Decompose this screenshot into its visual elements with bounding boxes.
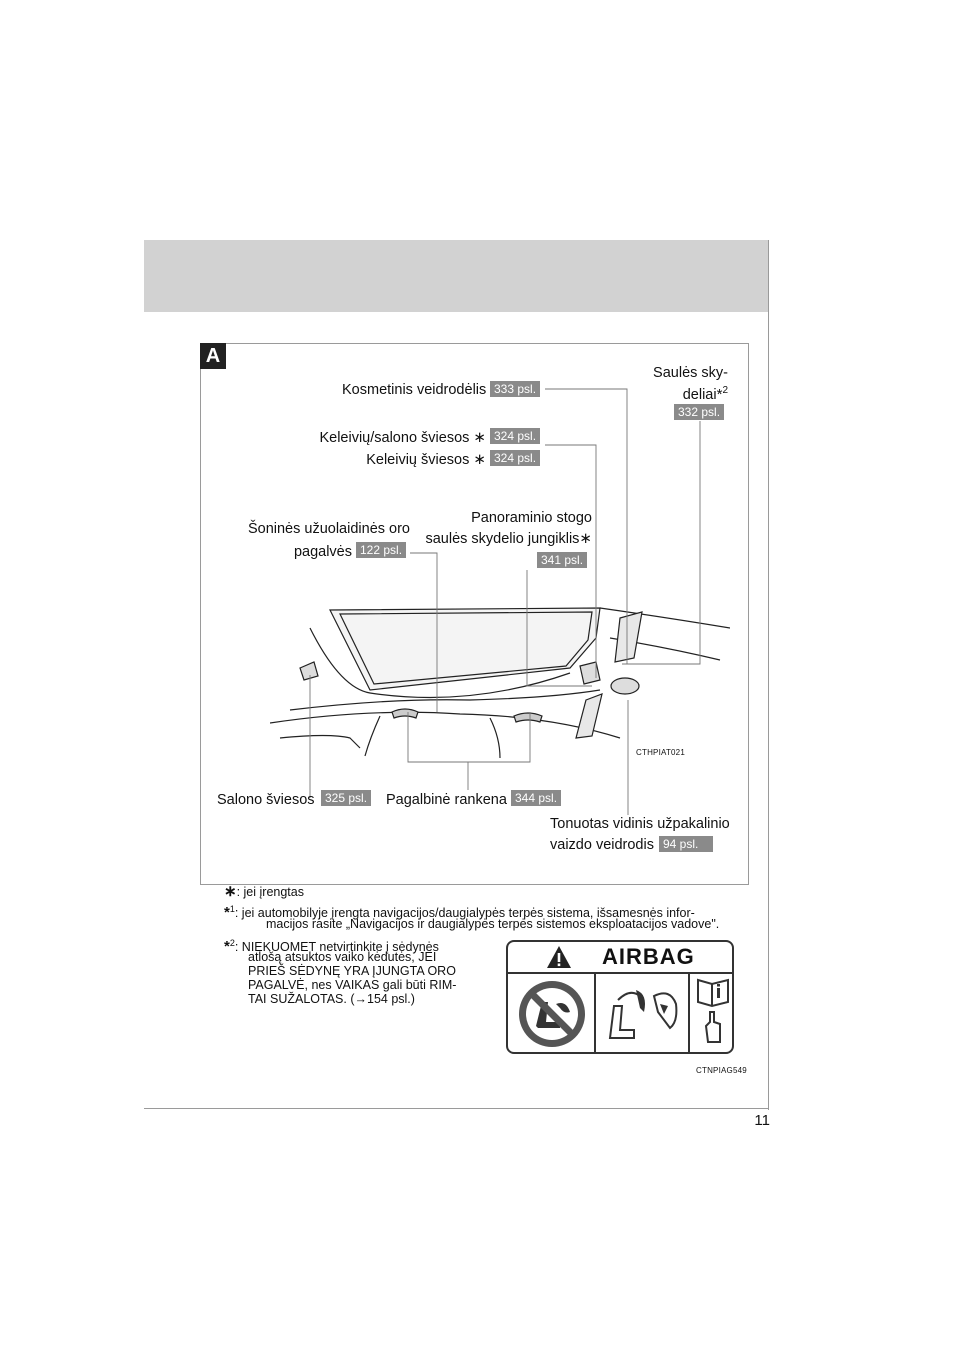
airbag-warning-label: AIRBAG bbox=[506, 940, 734, 1054]
section-badge: A bbox=[200, 343, 226, 369]
footnote-1-line1: *1: jei automobilyje įrengta navigacijos… bbox=[224, 904, 695, 922]
moonroof-switch-label-line2: saulės skydelio jungiklis∗ bbox=[425, 530, 592, 547]
bottom-rule bbox=[144, 1108, 768, 1109]
cabin-lights-label: Salono šviesos bbox=[217, 792, 315, 808]
curtain-airbags-label-line2: pagalvės bbox=[293, 544, 352, 560]
moonroof-switch-label-line1: Panoraminio stogo bbox=[471, 510, 592, 526]
moonroof-switch-page-ref: 341 psl. bbox=[537, 552, 588, 568]
page-number: 11 bbox=[754, 1112, 770, 1129]
rear-mirror-page-ref: 94 psl. bbox=[659, 836, 713, 852]
sun-visors-page-ref: 332 psl. bbox=[674, 404, 725, 420]
footnote-2-line3: PRIEŠ SĖDYNĘ YRA ĮJUNGTA ORO bbox=[248, 964, 456, 978]
personal-lights-page-ref: 324 psl. bbox=[490, 450, 541, 466]
airbag-label-title: AIRBAG bbox=[602, 944, 695, 969]
footnote-2-line1: *2: NIEKUOMET netvirtinkite į sėdynės bbox=[224, 938, 439, 956]
interior-lights-page-ref: 324 psl. bbox=[490, 428, 541, 444]
footnote-2-line4: PAGALVĖ, nes VAIKAS gali būti RIM- bbox=[248, 978, 457, 992]
read-manual-icon bbox=[697, 978, 729, 1043]
airbag-label-code: CTNPIAG549 bbox=[696, 1066, 747, 1075]
rear-mirror-label-line1: Tonuotas vidinis užpakalinio bbox=[550, 816, 730, 832]
interior-lights-label: Keleivių/salono šviesos ∗ bbox=[319, 429, 486, 446]
footnote-star: ∗: jei įrengtas bbox=[224, 883, 304, 900]
sun-visors-label-line1: Saulės sky- bbox=[653, 365, 728, 381]
page-margin-line bbox=[768, 240, 769, 1110]
rear-mirror-label-line2: vaizdo veidrodis bbox=[550, 837, 654, 853]
footnote-1-line2: macijos rasite „Navigacijos ir daugialyp… bbox=[266, 917, 720, 931]
footnote-2-line2: atlošą atsuktos vaiko kėdutės, JEI bbox=[248, 950, 437, 964]
footnote-2-line5: TAI SUŽALOTAS. (→154 psl.) bbox=[248, 992, 415, 1006]
warning-triangle-icon bbox=[547, 946, 571, 968]
sun-visors-label-line2: deliai*2 bbox=[682, 385, 728, 403]
cabin-lights-page-ref: 325 psl. bbox=[321, 790, 372, 806]
assist-grip-page-ref: 344 psl. bbox=[511, 790, 562, 806]
car-interior-illustration bbox=[270, 607, 730, 759]
curtain-airbags-page-ref: 122 psl. bbox=[356, 542, 407, 558]
vanity-mirror-page-ref: 333 psl. bbox=[490, 381, 541, 397]
figure-code: CTHPIAT021 bbox=[636, 748, 685, 757]
airbag-label-header: AIRBAG bbox=[508, 942, 732, 974]
vanity-mirror-label: Kosmetinis veidrodėlis bbox=[342, 382, 487, 398]
header-band bbox=[144, 240, 768, 312]
curtain-airbags-label-line1: Šoninės užuolaidinės oro bbox=[247, 521, 410, 537]
no-rear-facing-child-seat-icon bbox=[519, 981, 585, 1047]
assist-grip-label: Pagalbinė rankena bbox=[386, 792, 507, 808]
airbag-deploy-icon bbox=[608, 990, 678, 1039]
personal-lights-label: Keleivių šviesos ∗ bbox=[366, 451, 486, 468]
figure-frame bbox=[200, 343, 749, 885]
